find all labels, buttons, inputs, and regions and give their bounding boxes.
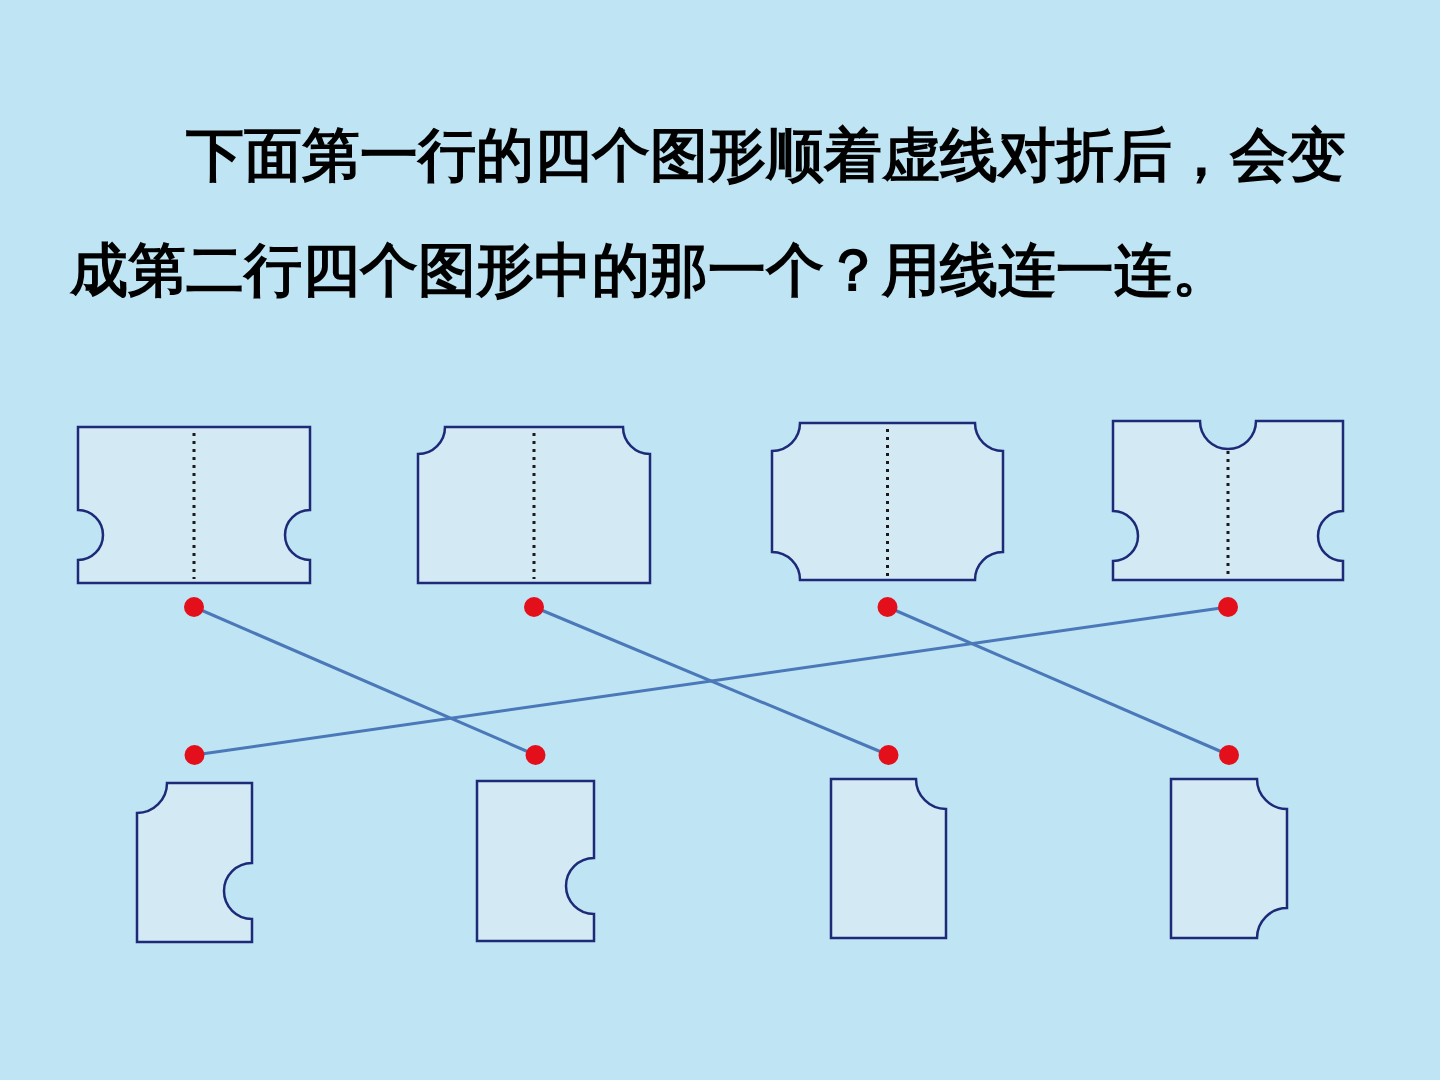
folding-shape [78, 427, 310, 607]
match-line [195, 607, 1229, 755]
paper-shape [1171, 779, 1287, 938]
connect-dot [184, 597, 204, 617]
shape-outline [772, 423, 1003, 607]
connect-dot [1219, 745, 1239, 765]
connect-dot [878, 597, 898, 617]
paper-shape [772, 423, 1003, 580]
fold-line [1227, 451, 1230, 576]
shape-outline [477, 755, 594, 941]
fold-line [886, 429, 889, 576]
paper-shape [1113, 421, 1343, 580]
half-shape [137, 755, 252, 942]
paper-shape [477, 781, 594, 941]
paper-shape [137, 783, 252, 942]
connect-dot [526, 745, 546, 765]
folding-shape [1113, 421, 1343, 607]
folding-shape [418, 427, 650, 607]
match-line [888, 607, 1230, 755]
shape-outline [78, 427, 310, 607]
half-shape [477, 755, 594, 941]
shape-outline [1113, 421, 1343, 607]
instruction-text: 下面第一行的四个图形顺着虚线对折后，会变 成第二行四个图形中的那一个？用线连一连… [70, 98, 1350, 328]
shape-outline [418, 427, 650, 607]
half-shape [831, 755, 946, 938]
paper-shape [831, 779, 946, 938]
connect-dot [185, 745, 205, 765]
connect-dot [1218, 597, 1238, 617]
connect-dot [524, 597, 544, 617]
folding-shape [772, 423, 1003, 607]
paper-shape [78, 427, 310, 583]
paper-shape [418, 427, 650, 583]
shape-outline [137, 755, 252, 942]
fold-line [533, 433, 536, 579]
half-shape [1171, 755, 1287, 938]
shape-outline [1171, 755, 1287, 938]
connect-dot [879, 745, 899, 765]
shape-outline [831, 755, 946, 938]
match-line [194, 607, 536, 755]
fold-line [193, 433, 196, 579]
